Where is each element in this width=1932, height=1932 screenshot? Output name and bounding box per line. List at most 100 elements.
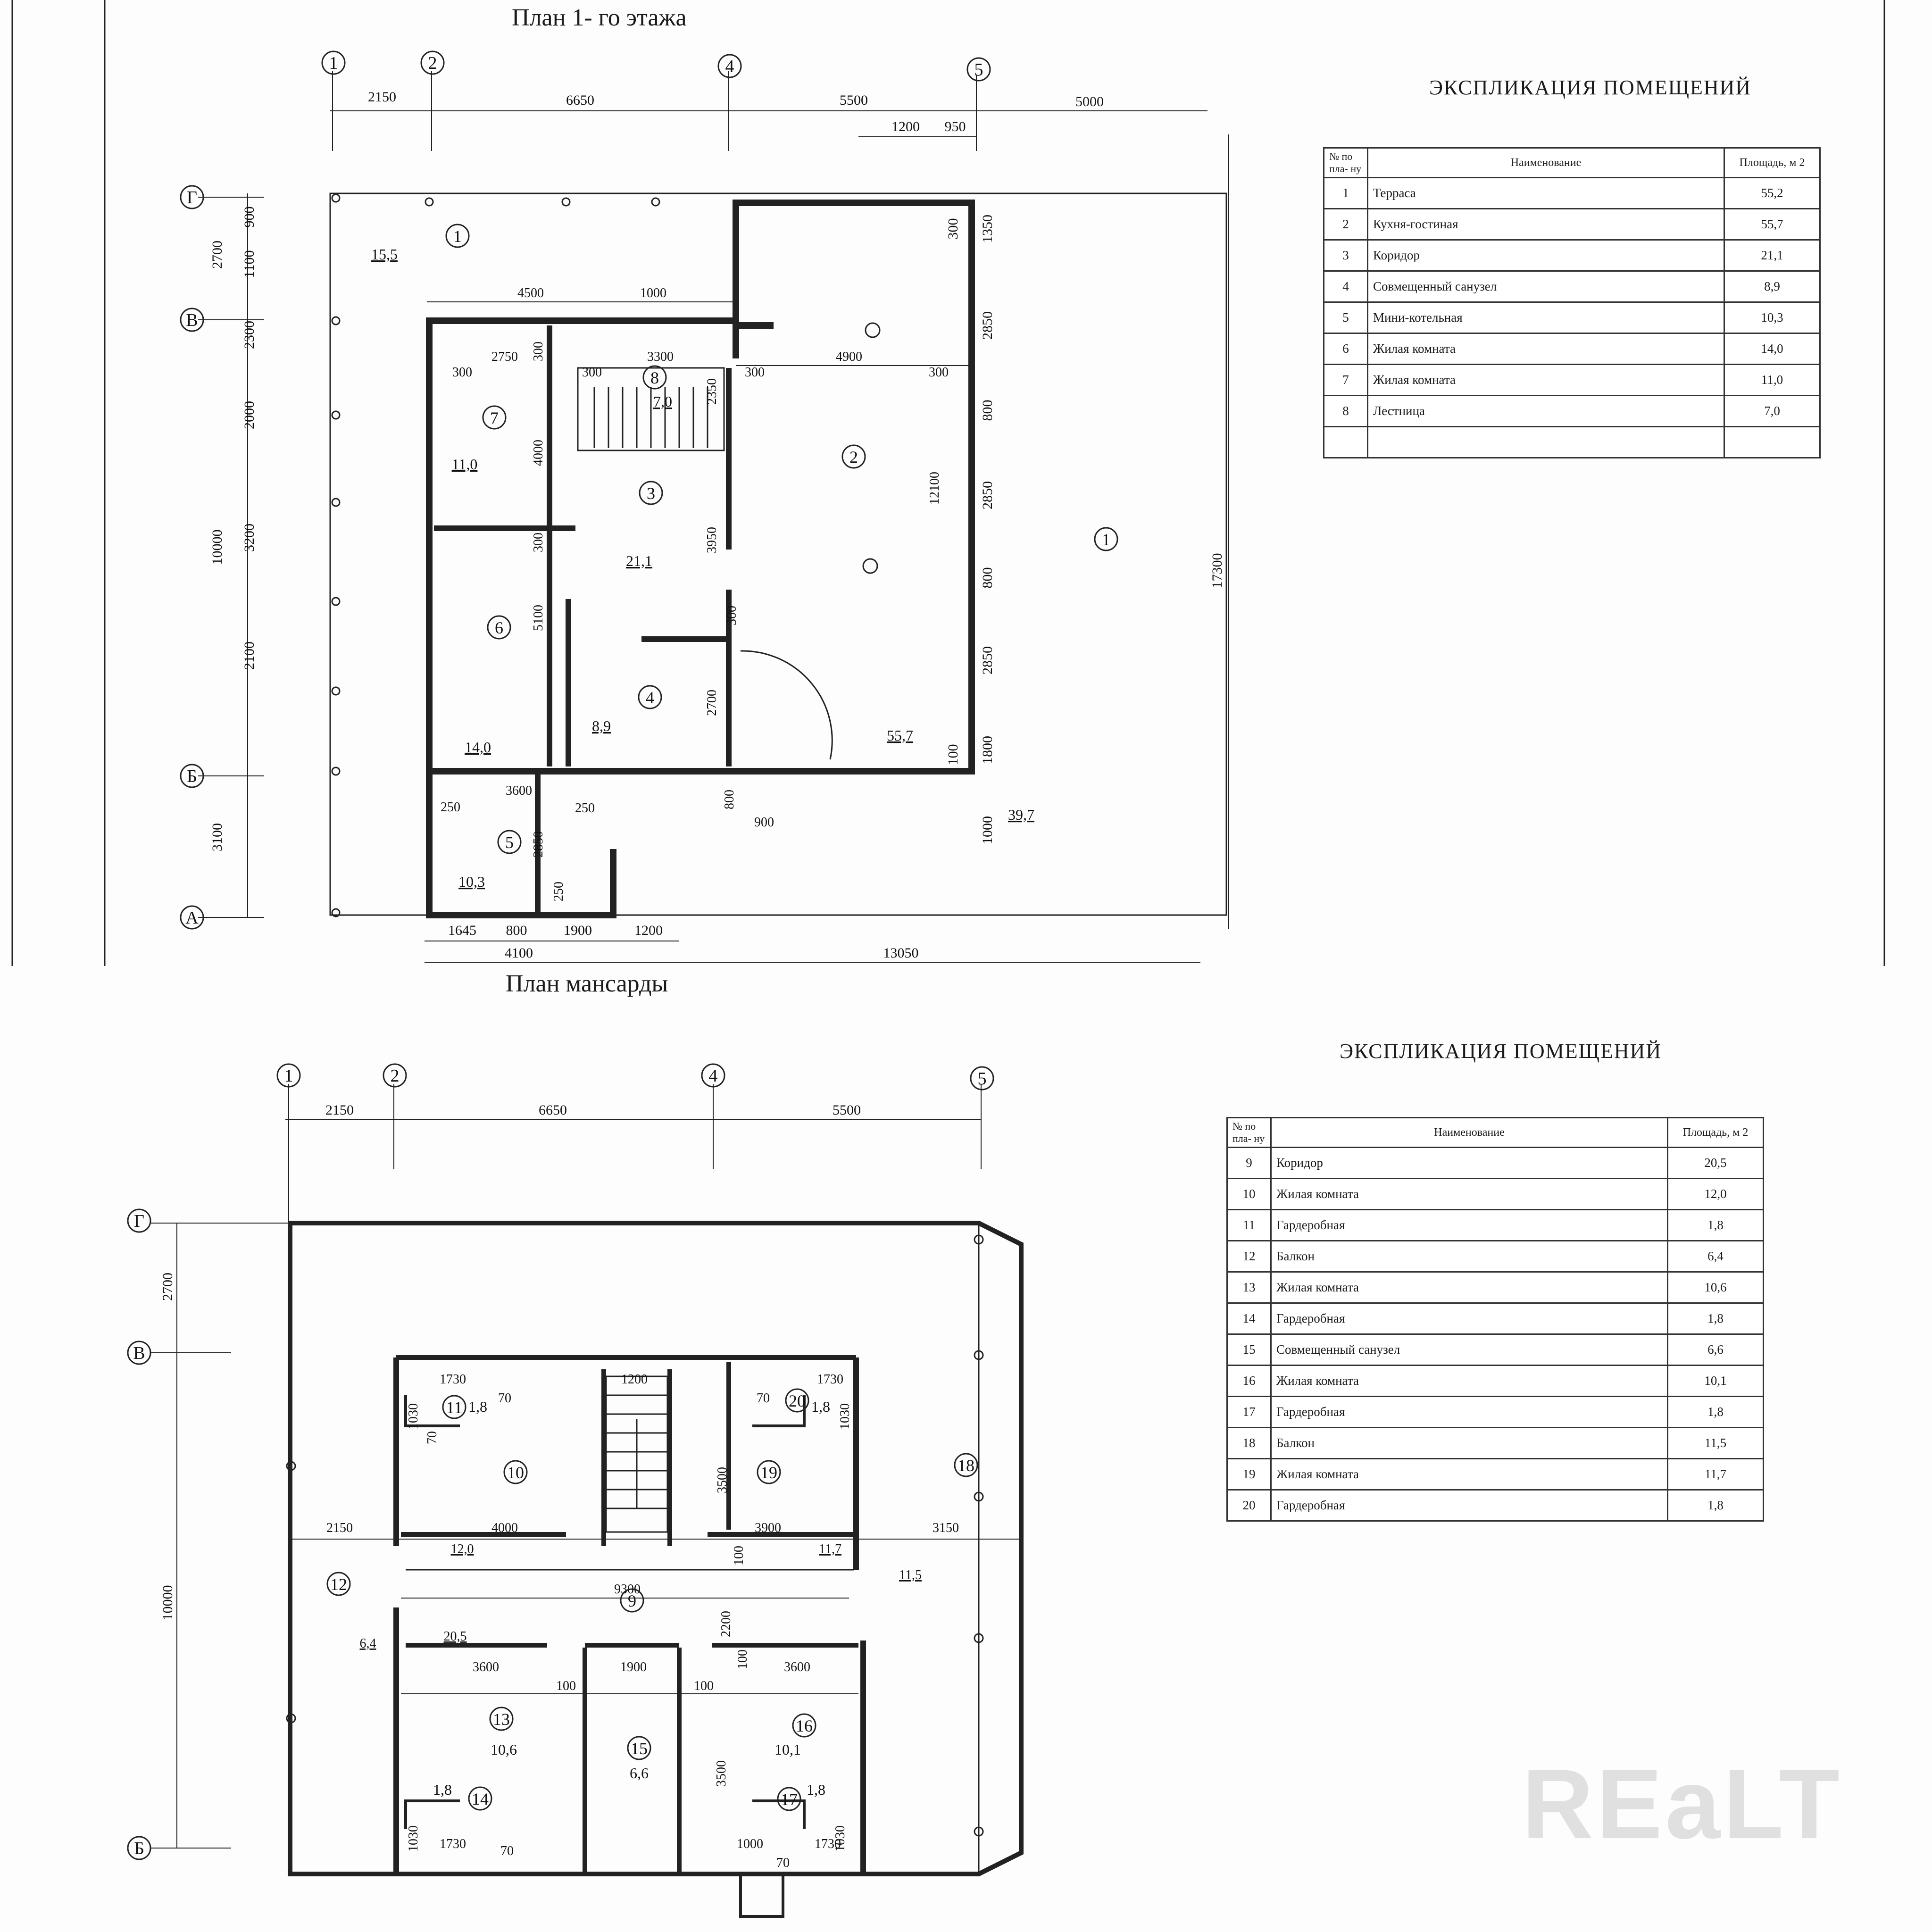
- room-name-cell: Балкон: [1270, 1240, 1668, 1273]
- dim-label: 3600: [506, 783, 532, 798]
- room-number-cell: 10: [1226, 1178, 1272, 1210]
- dim-label: 2100: [242, 641, 257, 670]
- dim-label: 800: [506, 923, 527, 938]
- room-number: 7: [490, 408, 499, 427]
- dim-label: 1030: [406, 1825, 421, 1852]
- dim-label: 2700: [209, 241, 225, 269]
- dim-label: 1730: [440, 1372, 466, 1387]
- room-number-cell: 11: [1226, 1209, 1272, 1241]
- room-name-cell: Совмещенный санузел: [1270, 1333, 1668, 1366]
- dim-label: 1200: [891, 119, 920, 134]
- dim-label: 250: [575, 801, 595, 816]
- dim-label: 1730: [440, 1837, 466, 1851]
- room-number: 12: [330, 1575, 347, 1594]
- dim-label: 1200: [621, 1372, 648, 1387]
- room-area-cell: 1,8: [1667, 1396, 1764, 1428]
- room-number-cell: 8: [1323, 395, 1368, 427]
- dim-label: 3900: [755, 1521, 781, 1535]
- room-number: 20: [789, 1391, 806, 1410]
- dim-label: 2000: [242, 401, 257, 429]
- axis-label-v4: 4: [725, 57, 734, 76]
- dim-label: 3300: [647, 350, 674, 364]
- dim-label: 5500: [840, 92, 868, 108]
- room-area-cell: 1,8: [1667, 1302, 1764, 1335]
- explication-row: [1323, 426, 1821, 458]
- room-name-cell: Жилая комната: [1367, 364, 1725, 396]
- room-number-cell: [1323, 426, 1368, 458]
- dim-label: 11,7: [819, 1542, 841, 1557]
- axis-label-h-b: Б: [134, 1839, 144, 1858]
- dim-label: 900: [754, 815, 774, 830]
- room-number-cell: 9: [1226, 1147, 1272, 1179]
- room-area: 39,7: [1008, 806, 1034, 823]
- room-number: 15: [631, 1739, 648, 1758]
- room-name-cell: Жилая комната: [1270, 1365, 1668, 1397]
- dim-label: 1730: [817, 1372, 843, 1387]
- room-number-cell: 7: [1323, 364, 1368, 396]
- room-number: 18: [958, 1456, 974, 1475]
- dim-label: 5000: [1075, 94, 1104, 109]
- room-area: 10,6: [491, 1741, 517, 1758]
- room-name-cell: Балкон: [1270, 1427, 1668, 1459]
- dim-label: 300: [929, 365, 949, 380]
- room-area-cell: 1,8: [1667, 1209, 1764, 1241]
- dim-label: 70: [500, 1844, 514, 1858]
- room-area: 21,1: [626, 552, 652, 569]
- room-name-cell: Жилая комната: [1270, 1178, 1668, 1210]
- room-area: 14,0: [465, 739, 491, 756]
- dim-label: 12100: [927, 472, 942, 505]
- room-number: 1: [453, 227, 462, 246]
- room-area-cell: 11,0: [1724, 364, 1821, 396]
- dim-label: 800: [722, 790, 737, 809]
- dim-label: 1200: [634, 923, 663, 938]
- dim-label: 100: [694, 1679, 714, 1693]
- room-area-cell: 1,8: [1667, 1489, 1764, 1522]
- room-area-cell: 12,0: [1667, 1178, 1764, 1210]
- room-number-cell: 17: [1226, 1396, 1272, 1428]
- dim-label: 800: [980, 400, 995, 421]
- room-area: 1,8: [433, 1781, 452, 1798]
- room-area-cell: 11,7: [1667, 1458, 1764, 1491]
- dim-label: 2200: [719, 1611, 733, 1637]
- dim-label: 1900: [620, 1660, 647, 1674]
- dim-label: 950: [945, 119, 966, 134]
- room-name-cell: Жилая комната: [1270, 1271, 1668, 1304]
- dim-label: 1350: [980, 215, 995, 243]
- room-area: 1,8: [468, 1398, 487, 1415]
- dim-label: 70: [425, 1431, 440, 1444]
- dim-label: 1800: [980, 736, 995, 764]
- axis-label-v2: 2: [391, 1066, 400, 1086]
- dim-label: 1030: [838, 1403, 852, 1430]
- room-name-cell: [1367, 426, 1725, 458]
- room-area: 8,9: [592, 717, 611, 734]
- room-number-cell: 2: [1323, 208, 1368, 241]
- room-number: 13: [493, 1710, 510, 1729]
- room-area-cell: 21,1: [1724, 239, 1821, 272]
- room-area-cell: 11,5: [1667, 1427, 1764, 1459]
- dim-label: 6650: [539, 1102, 567, 1118]
- dim-label: 3150: [933, 1521, 959, 1535]
- room-number-cell: 15: [1226, 1333, 1272, 1366]
- dim-label: 2850: [980, 311, 995, 340]
- axis-label-v4: 4: [709, 1066, 718, 1086]
- dim-label: 1100: [242, 250, 257, 278]
- dim-label: 5100: [531, 605, 546, 631]
- axis-label-v1: 1: [284, 1066, 293, 1086]
- room-name-cell: Лестница: [1367, 395, 1725, 427]
- dim-label: 5500: [833, 1102, 861, 1118]
- room-area: 7,0: [653, 393, 672, 410]
- dim-label: 70: [757, 1391, 770, 1406]
- room-area: 11,0: [452, 456, 478, 473]
- dim-label: 2850: [531, 831, 546, 858]
- axis-label-v2: 2: [428, 53, 437, 73]
- room-number-cell: 1: [1323, 177, 1368, 209]
- room-number: 1: [1102, 530, 1110, 549]
- dim-label: 2150: [326, 1521, 353, 1535]
- room-number-cell: 4: [1323, 270, 1368, 303]
- attic-sheet: План мансарды: [0, 966, 1932, 1932]
- room-number-cell: 18: [1226, 1427, 1272, 1459]
- axis-label-h-v: В: [133, 1343, 145, 1363]
